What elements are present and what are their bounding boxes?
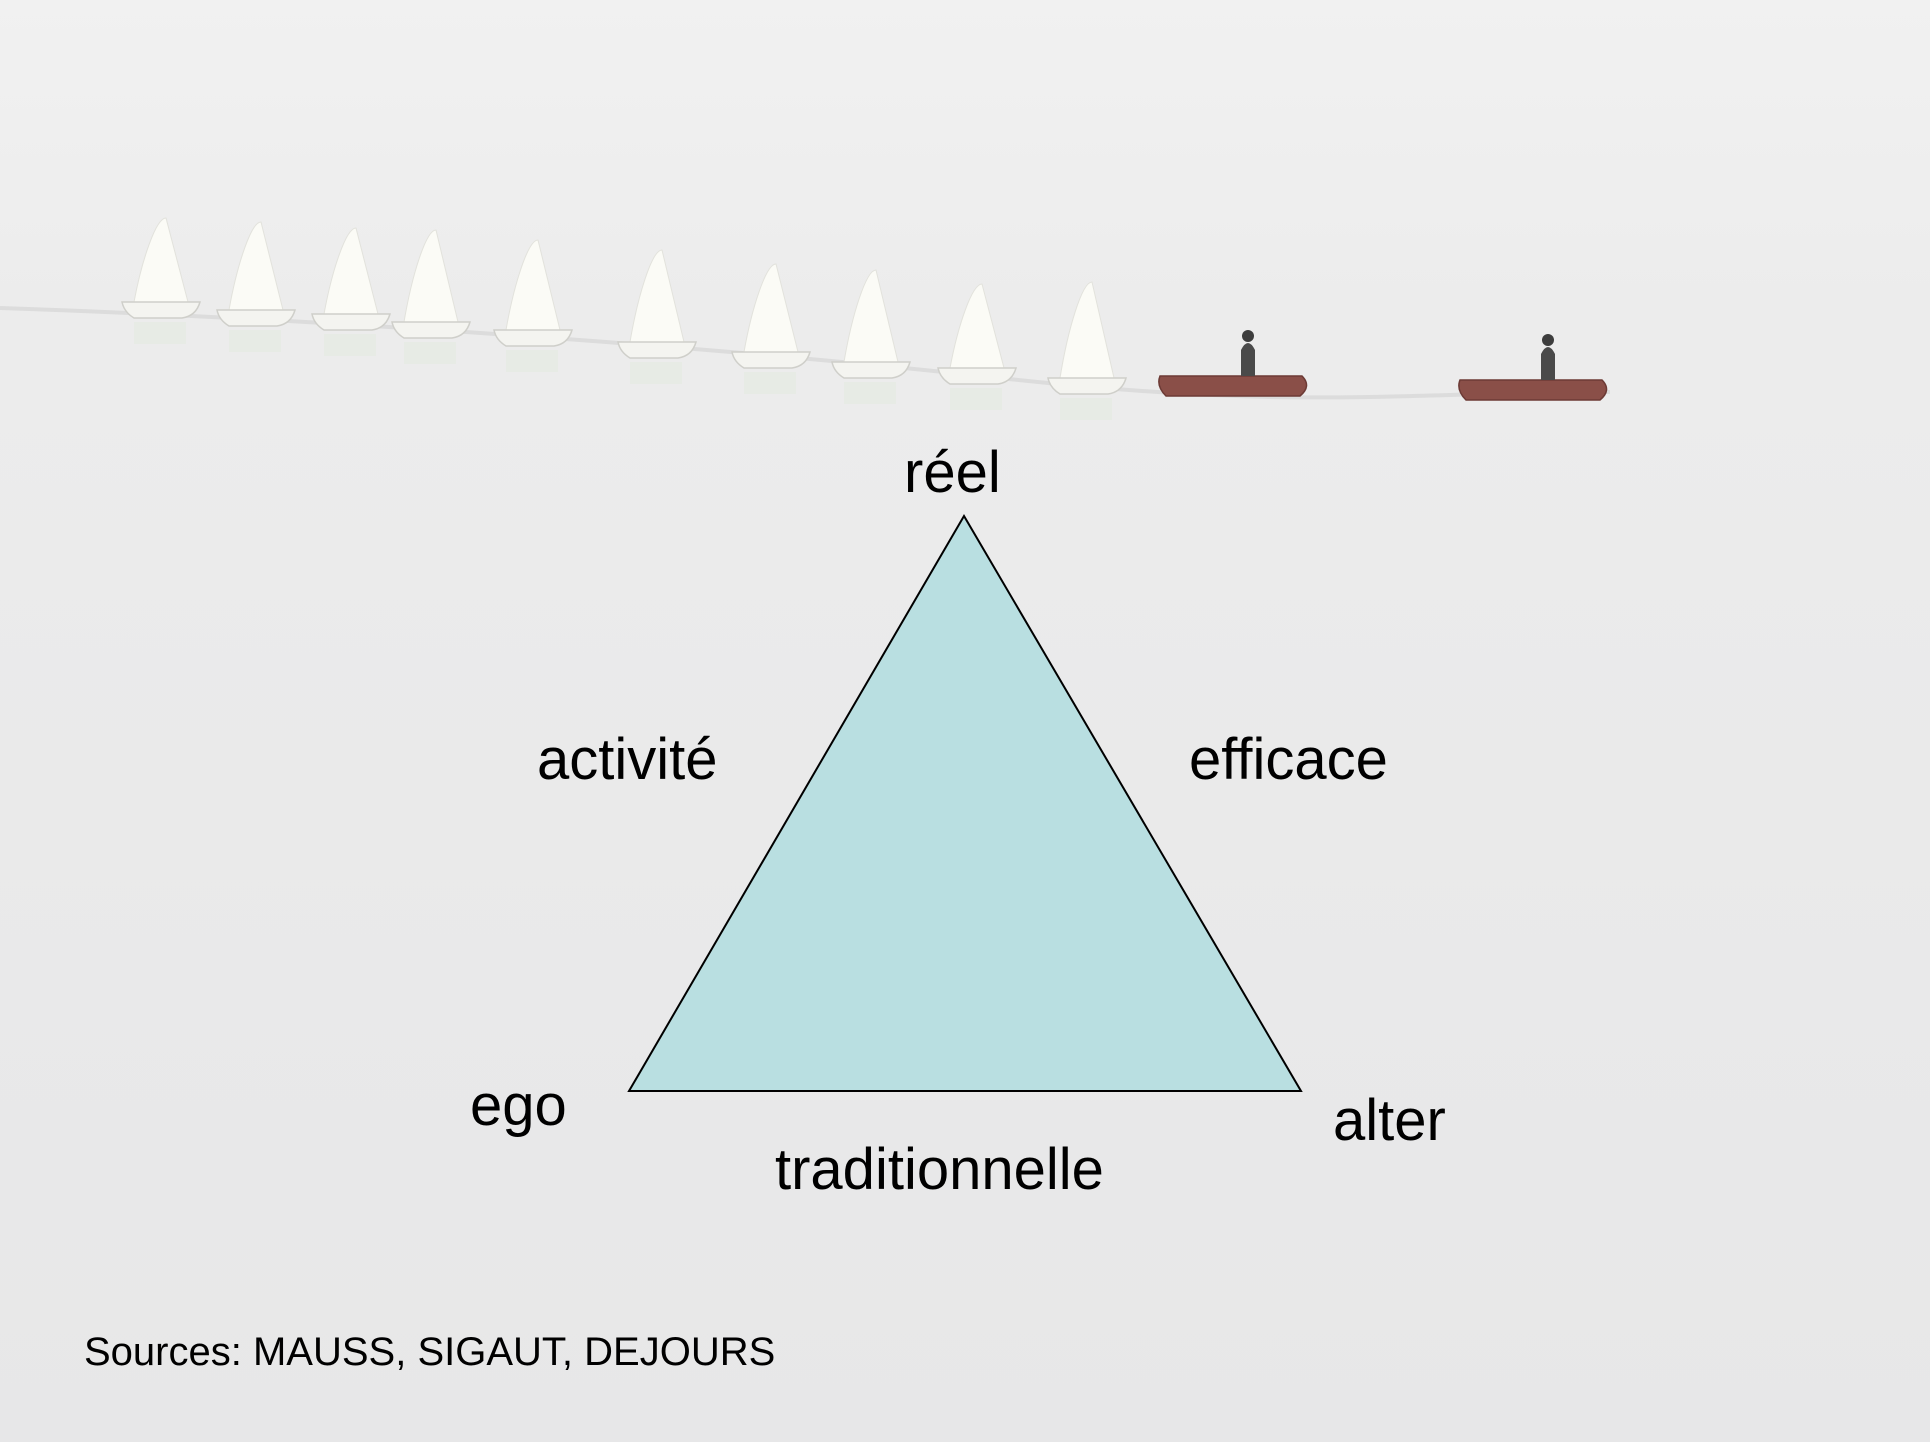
person-head-2: [1542, 334, 1554, 346]
reflection-8: [844, 382, 896, 404]
dinghy-1: [1158, 375, 1308, 397]
hull-1: [121, 301, 201, 319]
reflection-1: [134, 322, 186, 344]
sources-footer: Sources: MAUSS, SIGAUT, DEJOURS: [84, 1330, 776, 1374]
sail-10: [1059, 281, 1115, 379]
hull-4: [391, 321, 471, 339]
reflection-7: [744, 372, 796, 394]
sail-9: [949, 283, 1005, 369]
side-label-left: activité: [537, 727, 718, 792]
hull-10: [1047, 377, 1127, 395]
dinghy-2: [1458, 379, 1608, 401]
hull-5: [493, 329, 573, 347]
reflection-9: [950, 388, 1002, 410]
hull-8: [831, 361, 911, 379]
sail-7: [743, 263, 799, 353]
hull-9: [937, 367, 1017, 385]
person-head-1: [1242, 330, 1254, 342]
reflection-5: [506, 350, 558, 372]
sail-5: [505, 239, 561, 331]
hull-6: [617, 341, 697, 359]
sail-4: [403, 229, 459, 323]
side-label-bottom: traditionnelle: [775, 1137, 1104, 1202]
hull-3: [311, 313, 391, 331]
hull-7: [731, 351, 811, 369]
person-1: [1241, 343, 1255, 376]
sail-3: [323, 227, 379, 315]
vertex-label-top: réel: [904, 440, 1001, 505]
sail-6: [629, 249, 685, 343]
reflection-4: [404, 342, 456, 364]
reflection-6: [630, 362, 682, 384]
hull-2: [216, 309, 296, 327]
reflection-2: [229, 330, 281, 352]
vertex-label-bottom-left: ego: [470, 1073, 567, 1138]
sail-8: [843, 269, 899, 363]
sail-1: [133, 217, 189, 303]
person-2: [1541, 347, 1555, 380]
side-label-right: efficace: [1189, 727, 1388, 792]
sailboat-convoy: [121, 217, 1608, 420]
sail-2: [228, 221, 284, 311]
vertex-label-bottom-right: alter: [1333, 1088, 1446, 1153]
reflection-10: [1060, 398, 1112, 420]
reflection-3: [324, 334, 376, 356]
triangle-shape: [627, 514, 1303, 1092]
